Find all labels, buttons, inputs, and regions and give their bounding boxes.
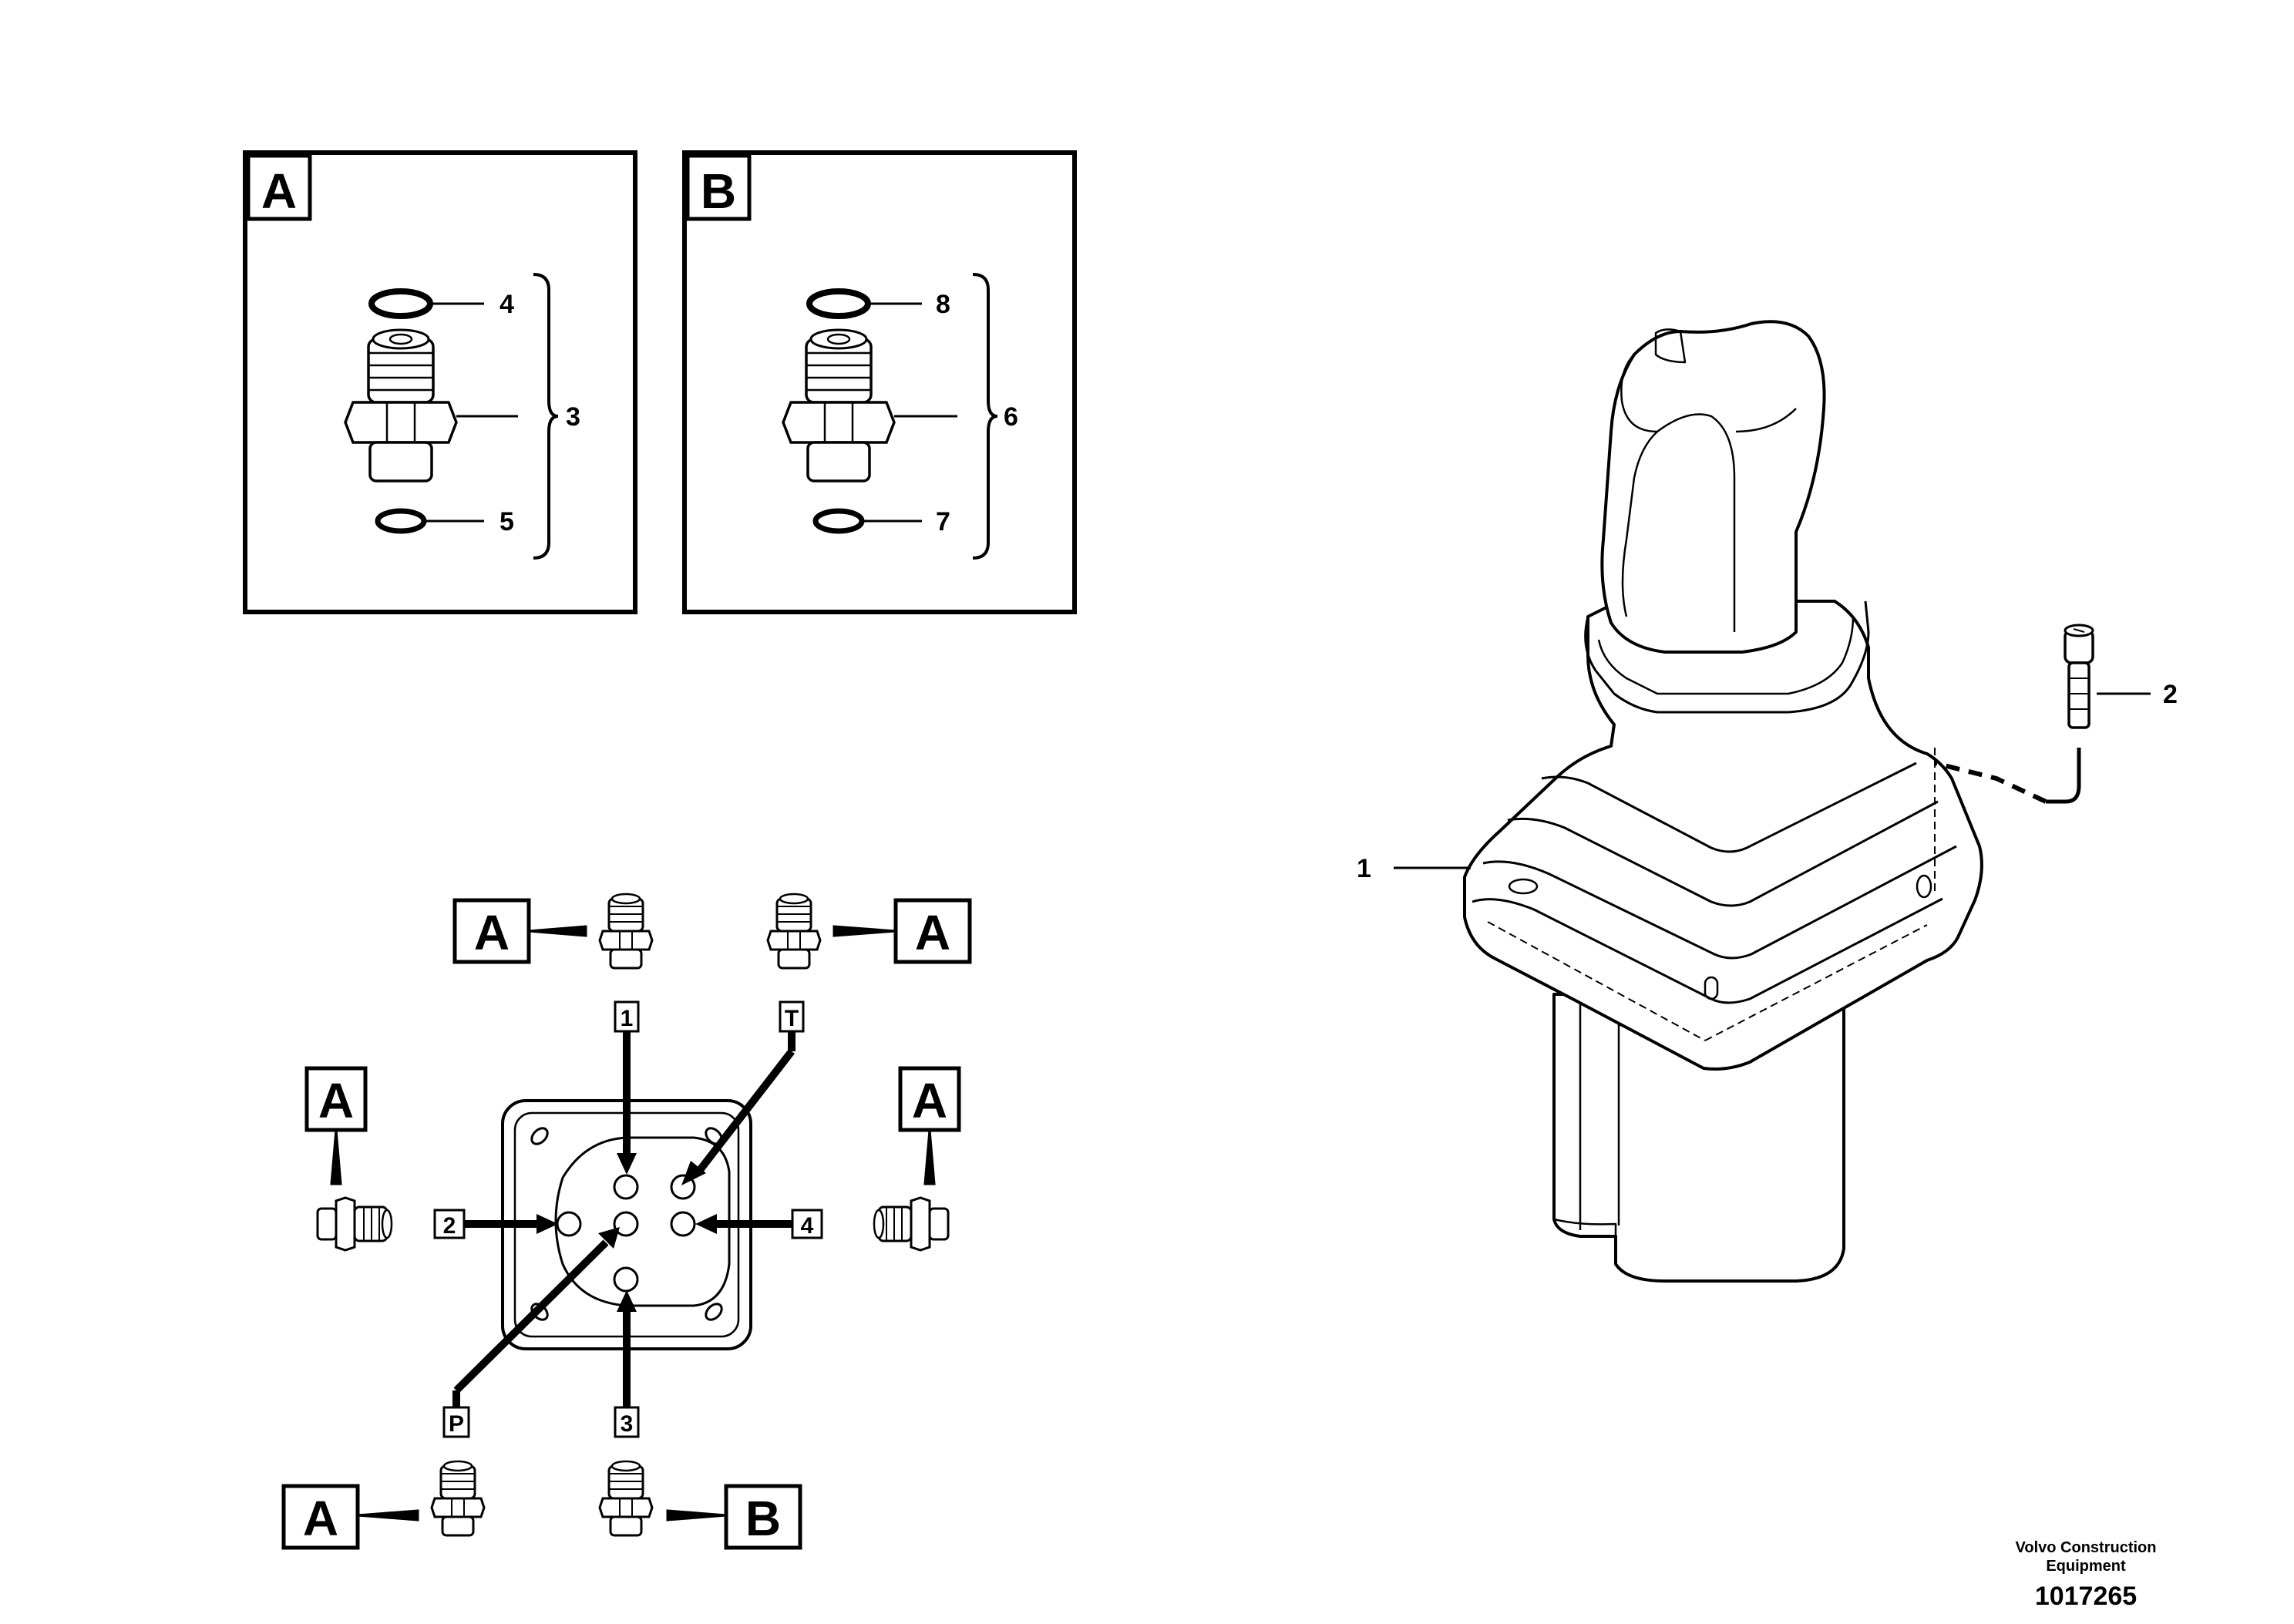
detail-a-oring-bottom: 5 xyxy=(375,507,514,536)
screw-label-2: 2 xyxy=(2163,680,2178,709)
port-3-fitting xyxy=(598,1460,654,1537)
port-p-group: A P xyxy=(281,1227,620,1550)
detail-b-label-6: 6 xyxy=(1004,402,1018,432)
port-1-fitting xyxy=(598,893,654,970)
detail-a-label-5: 5 xyxy=(500,507,514,536)
port-1-label: 1 xyxy=(621,1006,634,1031)
detail-a-title: A xyxy=(261,163,297,219)
port-2-fitting xyxy=(316,1196,393,1252)
port-t-group: A T xyxy=(681,893,972,1185)
port-4-label: 4 xyxy=(801,1213,814,1239)
detail-a-label-3: 3 xyxy=(566,402,580,432)
detail-b-fitting xyxy=(782,328,896,482)
detail-a-fitting xyxy=(344,328,458,482)
detail-b-oring-top: 8 xyxy=(806,288,950,319)
port-1-group: A 1 xyxy=(452,893,654,1175)
port-2-fitting-label: A xyxy=(318,1073,354,1128)
port-2-group: A 2 xyxy=(304,1066,558,1252)
port-p-fitting xyxy=(430,1460,486,1537)
detail-b-oring-bottom: 7 xyxy=(812,507,950,536)
port-p-fitting-label: A xyxy=(303,1491,338,1546)
port-t-label: T xyxy=(785,1006,799,1031)
detail-b-label-7: 7 xyxy=(936,507,950,536)
port-4-group: A 4 xyxy=(695,1066,961,1252)
port-t-fitting-label: A xyxy=(915,905,950,960)
footer-company-line2: Equipment xyxy=(2046,1558,2126,1575)
port-1-fitting-label: A xyxy=(474,905,510,960)
detail-a-panel: A 4 5 3 xyxy=(243,150,637,614)
detail-b-label-8: 8 xyxy=(936,290,950,319)
port-3-label: 3 xyxy=(621,1411,634,1437)
port-4-fitting-label: A xyxy=(912,1073,947,1128)
port-3-group: B 3 xyxy=(598,1290,802,1550)
detail-b-title: B xyxy=(701,163,736,219)
detail-b-panel: B 8 7 6 xyxy=(682,150,1077,614)
port-p-label: P xyxy=(449,1411,464,1437)
joystick-label-1: 1 xyxy=(1357,854,1371,883)
port-4-fitting xyxy=(873,1196,950,1252)
mounting-screw xyxy=(2064,624,2094,729)
footer-company-line1: Volvo Construction xyxy=(2016,1539,2157,1556)
footer-drawing-number: 1017265 xyxy=(2035,1582,2137,1611)
port-2-label: 2 xyxy=(443,1213,456,1239)
detail-a-oring-top: 4 xyxy=(368,288,514,319)
port-3-fitting-label: B xyxy=(745,1491,781,1546)
joystick-assembly xyxy=(1463,320,1983,1283)
detail-a-label-4: 4 xyxy=(500,290,514,319)
port-t-fitting xyxy=(766,893,822,970)
